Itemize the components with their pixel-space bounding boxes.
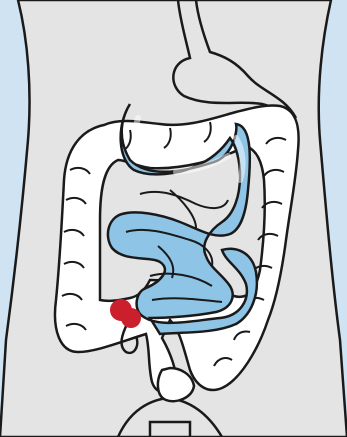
anatomy-illustration: [0, 0, 347, 437]
digestive-system-diagram: [0, 0, 347, 437]
